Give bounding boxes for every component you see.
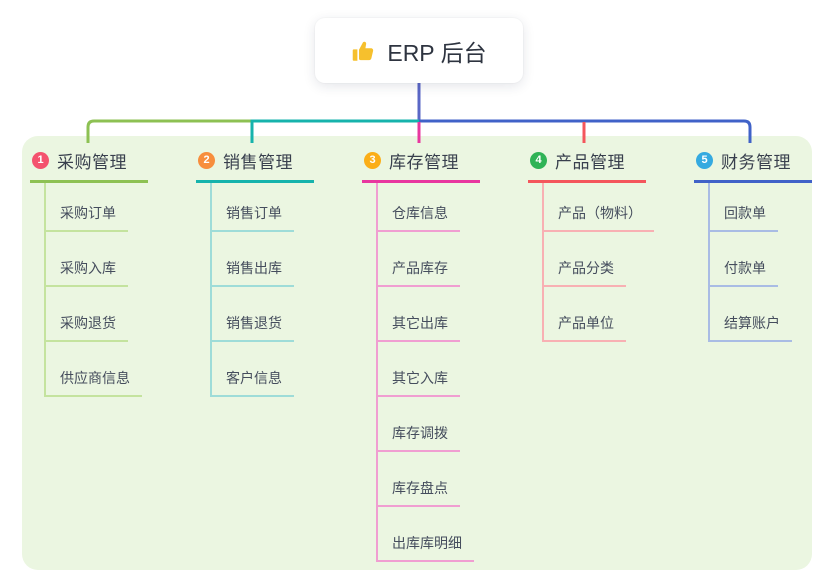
list-item[interactable]: 采购订单 (46, 183, 150, 232)
list-item[interactable]: 其它入库 (378, 342, 482, 397)
list-item[interactable]: 采购入库 (46, 232, 150, 287)
branch-finance-node[interactable]: 5 财务管理 (694, 148, 812, 183)
list-item[interactable]: 库存调拨 (378, 397, 482, 452)
list-item[interactable]: 产品分类 (544, 232, 648, 287)
root-node-label: ERP 后台 (387, 39, 487, 66)
branch-purchase: 1 采购管理 采购订单 采购入库 采购退货 供应商信息 (30, 148, 150, 397)
branch-product-node[interactable]: 4 产品管理 (528, 148, 646, 183)
branch-inventory-label: 库存管理 (389, 153, 459, 172)
root-node[interactable]: ERP 后台 (315, 18, 523, 83)
branch-sales-badge: 2 (198, 152, 215, 169)
list-item[interactable]: 销售出库 (212, 232, 316, 287)
child-node-label: 仓库信息 (378, 203, 460, 232)
child-node-label: 回款单 (710, 203, 778, 232)
child-node-label: 销售退货 (212, 313, 294, 342)
branch-finance-badge: 5 (696, 152, 713, 169)
branch-purchase-label: 采购管理 (57, 153, 127, 172)
branch-product: 4 产品管理 产品（物料） 产品分类 产品单位 (528, 148, 654, 342)
child-node-label: 其它入库 (378, 368, 460, 397)
list-item[interactable]: 销售退货 (212, 287, 316, 342)
child-node-label: 销售出库 (212, 258, 294, 287)
list-item[interactable]: 结算账户 (710, 287, 814, 342)
list-item[interactable]: 采购退货 (46, 287, 150, 342)
branch-product-badge: 4 (530, 152, 547, 169)
child-node-label: 采购订单 (46, 203, 128, 232)
list-item[interactable]: 其它出库 (378, 287, 482, 342)
child-node-label: 其它出库 (378, 313, 460, 342)
list-item[interactable]: 销售订单 (212, 183, 316, 232)
thumbs-up-icon (353, 41, 374, 61)
child-node-label: 出库库明细 (378, 533, 474, 562)
branches-background-panel (22, 136, 812, 570)
branch-purchase-children: 采购订单 采购入库 采购退货 供应商信息 (44, 183, 150, 397)
child-node-label: 产品（物料） (544, 203, 654, 232)
child-node-label: 采购入库 (46, 258, 128, 287)
list-item[interactable]: 产品单位 (544, 287, 648, 342)
list-item[interactable]: 出库库明细 (378, 507, 482, 562)
child-node-label: 供应商信息 (46, 368, 142, 397)
child-node-label: 库存调拨 (378, 423, 460, 452)
child-node-label: 产品库存 (378, 258, 460, 287)
child-node-label: 付款单 (710, 258, 778, 287)
list-item[interactable]: 客户信息 (212, 342, 316, 397)
branch-finance-children: 回款单 付款单 结算账户 (708, 183, 814, 342)
list-item[interactable]: 供应商信息 (46, 342, 150, 397)
child-node-label: 采购退货 (46, 313, 128, 342)
branch-inventory-badge: 3 (364, 152, 381, 169)
list-item[interactable]: 产品（物料） (544, 183, 654, 232)
branch-inventory-node[interactable]: 3 库存管理 (362, 148, 480, 183)
list-item[interactable]: 仓库信息 (378, 183, 482, 232)
child-node-label: 销售订单 (212, 203, 294, 232)
branch-purchase-node[interactable]: 1 采购管理 (30, 148, 148, 183)
branch-sales: 2 销售管理 销售订单 销售出库 销售退货 客户信息 (196, 148, 316, 397)
branch-finance-label: 财务管理 (721, 153, 791, 172)
child-node-label: 结算账户 (710, 313, 792, 342)
branch-product-children: 产品（物料） 产品分类 产品单位 (542, 183, 654, 342)
list-item[interactable]: 库存盘点 (378, 452, 482, 507)
list-item[interactable]: 付款单 (710, 232, 814, 287)
branch-finance: 5 财务管理 回款单 付款单 结算账户 (694, 148, 814, 342)
child-node-label: 库存盘点 (378, 478, 460, 507)
branch-product-label: 产品管理 (555, 153, 625, 172)
list-item[interactable]: 产品库存 (378, 232, 482, 287)
branch-inventory-children: 仓库信息 产品库存 其它出库 其它入库 库存调拨 库存盘点 出库库明细 (376, 183, 482, 562)
branch-sales-children: 销售订单 销售出库 销售退货 客户信息 (210, 183, 316, 397)
list-item[interactable]: 回款单 (710, 183, 814, 232)
branch-purchase-badge: 1 (32, 152, 49, 169)
branch-inventory: 3 库存管理 仓库信息 产品库存 其它出库 其它入库 库存调拨 库存盘点 出库库… (362, 148, 482, 562)
child-node-label: 客户信息 (212, 368, 294, 397)
branch-sales-label: 销售管理 (223, 153, 293, 172)
branch-sales-node[interactable]: 2 销售管理 (196, 148, 314, 183)
child-node-label: 产品分类 (544, 258, 626, 287)
child-node-label: 产品单位 (544, 313, 626, 342)
